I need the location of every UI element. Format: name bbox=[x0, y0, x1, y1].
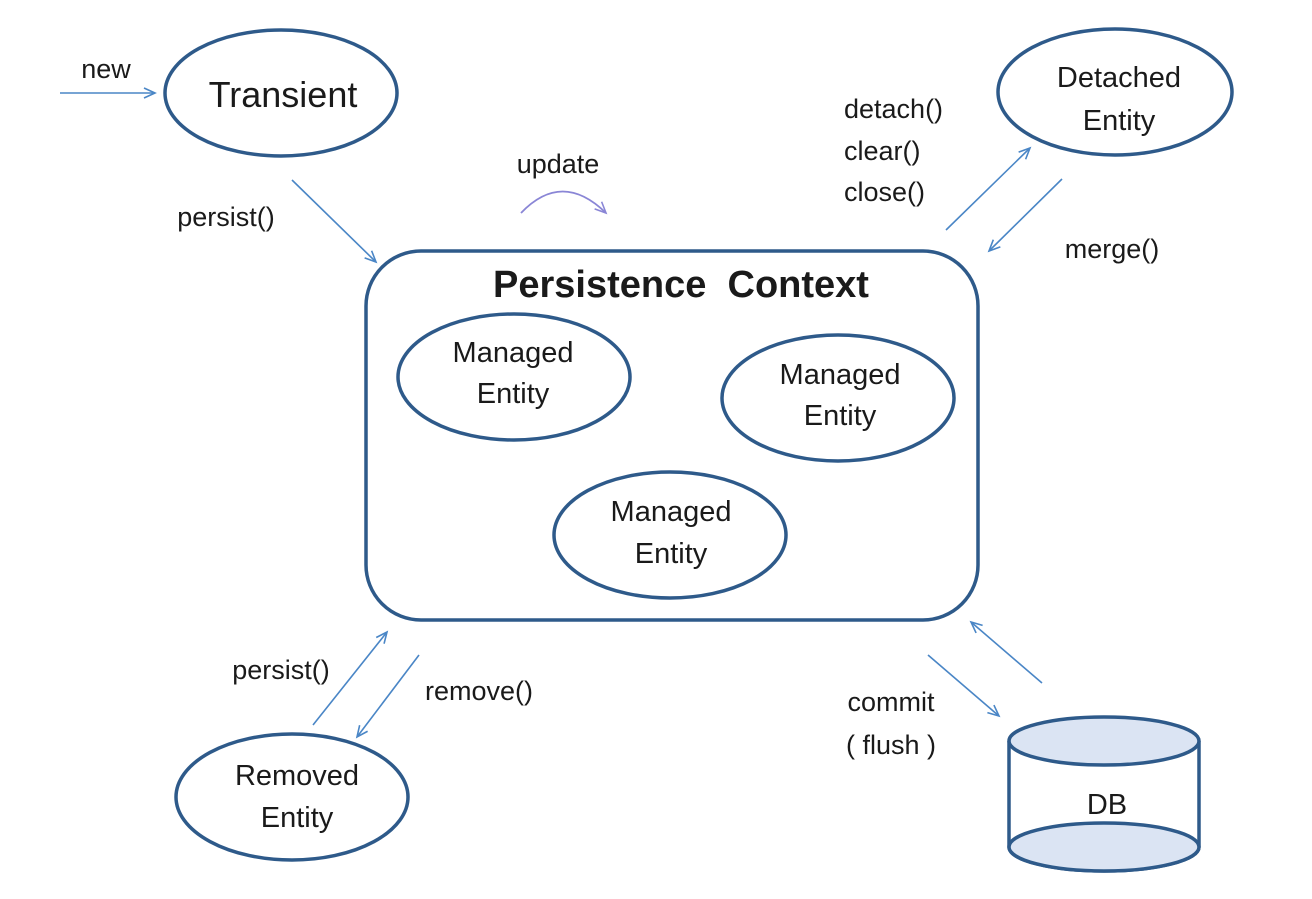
persist-arrow-bottom bbox=[312, 630, 389, 726]
load-arrow bbox=[969, 620, 1043, 684]
removed-line1: Removed bbox=[235, 760, 359, 792]
persist-top-label: persist() bbox=[177, 202, 275, 232]
managed-1-line1: Managed bbox=[453, 337, 574, 369]
update-label: update bbox=[517, 149, 600, 179]
managed-entity-node-1: Managed Entity bbox=[396, 312, 632, 442]
managed-entity-node-3: Managed Entity bbox=[552, 470, 788, 600]
managed-2-line1: Managed bbox=[780, 359, 901, 391]
managed-3-line1: Managed bbox=[611, 496, 732, 528]
detach-arrow bbox=[945, 146, 1032, 231]
merge-arrow bbox=[987, 178, 1063, 253]
managed-entity-node-2: Managed Entity bbox=[720, 333, 956, 463]
transient-label: Transient bbox=[209, 74, 358, 115]
merge-label: merge() bbox=[1065, 234, 1160, 264]
persist-bottom-label: persist() bbox=[232, 655, 330, 685]
detach-label: detach() bbox=[844, 94, 943, 124]
managed-2-line2: Entity bbox=[804, 400, 877, 432]
detached-line2: Entity bbox=[1083, 105, 1156, 137]
commit-label: commit bbox=[848, 687, 935, 717]
transient-node: Transient bbox=[163, 28, 399, 158]
detached-entity-node: Detached Entity bbox=[996, 27, 1234, 157]
db-cylinder: DB bbox=[1007, 715, 1201, 873]
clear-label: clear() bbox=[844, 136, 921, 166]
removed-entity-node: Removed Entity bbox=[174, 732, 410, 862]
close-label: close() bbox=[844, 177, 925, 207]
db-label: DB bbox=[1087, 789, 1127, 821]
remove-arrow bbox=[355, 654, 420, 739]
new-label: new bbox=[81, 54, 131, 84]
managed-3-line2: Entity bbox=[635, 538, 708, 570]
update-arrow bbox=[520, 190, 608, 215]
remove-label: remove() bbox=[425, 676, 533, 706]
persistence-context-title: Persistence Context bbox=[493, 264, 869, 306]
managed-1-line2: Entity bbox=[477, 378, 550, 410]
commit-arrow bbox=[927, 654, 1001, 718]
persist-arrow-top bbox=[291, 179, 378, 264]
flush-label: ( flush ) bbox=[846, 730, 936, 760]
removed-line2: Entity bbox=[261, 802, 334, 834]
detached-line1: Detached bbox=[1057, 62, 1181, 94]
